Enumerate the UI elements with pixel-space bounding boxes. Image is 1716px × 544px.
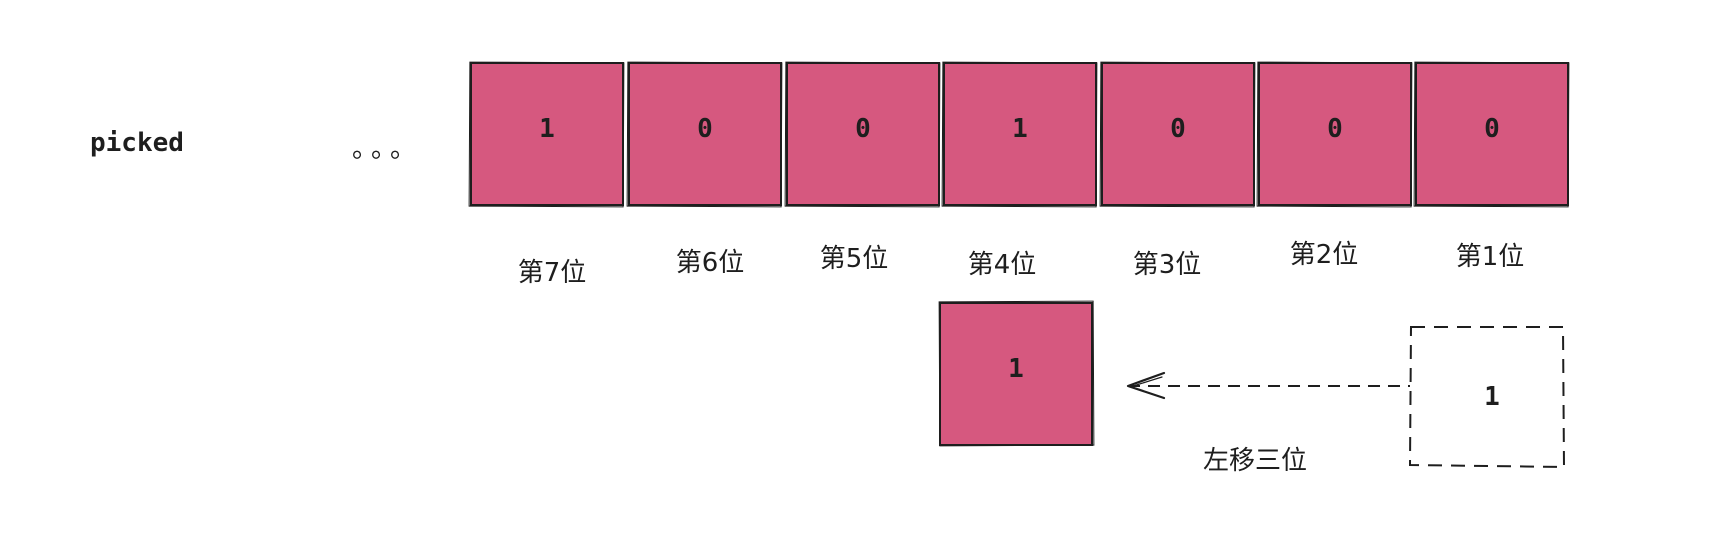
- source-bit-cell: 1: [1408, 325, 1566, 469]
- shift-arrow-head: [1126, 371, 1166, 400]
- shift-arrow-head-sketch: [1129, 376, 1163, 388]
- shifted-bit-value: 1: [1008, 354, 1024, 384]
- bit-label-6: 第6位: [675, 248, 745, 278]
- bit-label-5: 第5位: [819, 244, 889, 274]
- bit-cell-2: 0: [1258, 62, 1412, 206]
- bit-label-4: 第4位: [967, 250, 1037, 280]
- bit-cell-6: 0: [628, 62, 782, 206]
- bit-label-3: 第3位: [1132, 250, 1202, 280]
- variable-label: picked: [90, 128, 184, 158]
- shift-arrow: [1126, 371, 1410, 400]
- bit-label-1: 第1位: [1455, 242, 1525, 272]
- bit-cell-4: 1: [943, 62, 1097, 206]
- bit-cell-7: 1: [470, 62, 624, 206]
- bit-label-7: 第7位: [517, 258, 587, 288]
- shift-label: 左移三位: [1203, 446, 1308, 476]
- ellipsis: 。。。: [352, 134, 423, 164]
- bit-cell-value: 0: [1170, 114, 1186, 144]
- bit-cell-3: 0: [1101, 62, 1255, 206]
- bit-cell-5: 0: [786, 62, 940, 206]
- bit-cell-value: 0: [1327, 114, 1343, 144]
- bit-cell-value: 1: [1012, 114, 1028, 144]
- bit-cell-value: 0: [1484, 114, 1500, 144]
- shifted-bit-cell: 1: [939, 302, 1093, 446]
- bit-cell-1: 0: [1415, 62, 1569, 206]
- bit-cell-value: 0: [855, 114, 871, 144]
- bit-label-2: 第2位: [1289, 240, 1359, 270]
- bit-cell-value: 0: [697, 114, 713, 144]
- source-bit-value: 1: [1484, 382, 1500, 412]
- bit-cell-value: 1: [539, 114, 555, 144]
- source-bit-dashed-border: [1408, 326, 1566, 469]
